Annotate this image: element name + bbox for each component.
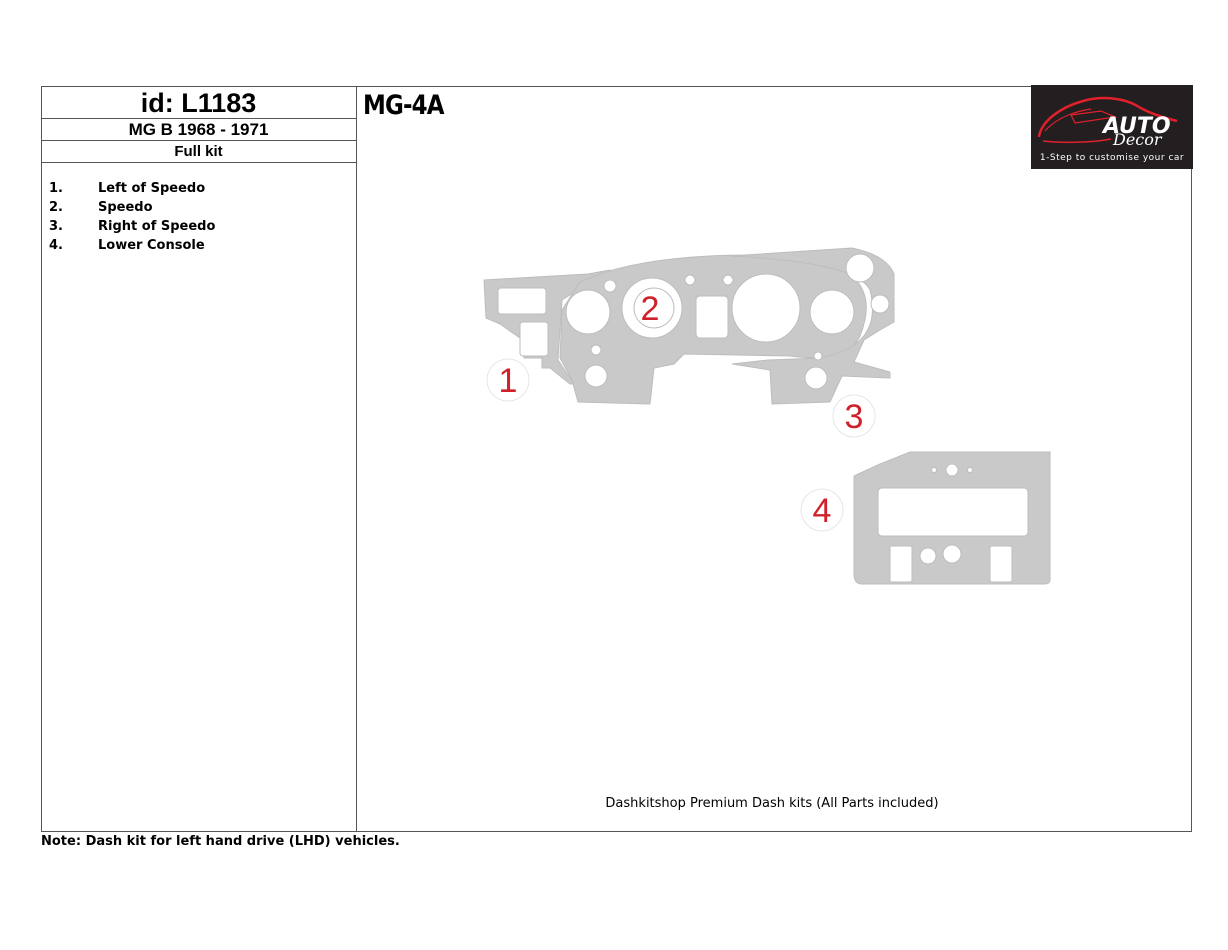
lhd-note: Note: Dash kit for left hand drive (LHD)… bbox=[41, 834, 400, 849]
callout-2: 2 bbox=[641, 290, 660, 328]
part-label: Left of Speedo bbox=[98, 181, 206, 196]
part-number: 1. bbox=[49, 181, 63, 196]
logo-tagline: 1-Step to customise your car bbox=[1039, 153, 1185, 163]
gauge-hole bbox=[845, 253, 875, 283]
gauge-hole bbox=[565, 289, 611, 335]
small-hole bbox=[931, 467, 937, 473]
kit-code: MG-4A bbox=[363, 90, 445, 121]
gauge-hole bbox=[809, 289, 855, 335]
small-hole bbox=[603, 279, 617, 293]
logo-word-decor: Decor bbox=[1112, 130, 1163, 149]
small-hole bbox=[813, 351, 823, 361]
kit-type: Full kit bbox=[41, 141, 356, 163]
gauge-hole bbox=[731, 273, 801, 343]
part-3-right-of-speedo bbox=[729, 247, 895, 405]
part-label: Speedo bbox=[98, 200, 153, 215]
switch-cutout bbox=[889, 545, 913, 583]
callout-2-ring bbox=[633, 287, 675, 329]
small-hole bbox=[584, 364, 608, 388]
callout-1: 1 bbox=[486, 358, 530, 402]
radio-cutout bbox=[877, 487, 1029, 537]
svg-text:4: 4 bbox=[813, 492, 832, 530]
switch-cutout bbox=[989, 545, 1013, 583]
small-hole bbox=[684, 274, 696, 286]
svg-text:2: 2 bbox=[641, 290, 660, 328]
callout-4: 4 bbox=[800, 488, 844, 532]
callout-3: 3 bbox=[832, 394, 876, 438]
small-hole bbox=[804, 366, 828, 390]
gauge-hole bbox=[695, 295, 729, 339]
dash-kit-drawing: .pc{fill:#c9c9c9;stroke:#bdbdbd;stroke-w… bbox=[483, 247, 1051, 585]
drawing-frame bbox=[41, 86, 1192, 832]
small-hole bbox=[967, 467, 973, 473]
small-hole bbox=[722, 274, 734, 286]
part-number: 4. bbox=[49, 238, 63, 253]
small-hole bbox=[590, 344, 602, 356]
small-hole bbox=[919, 547, 937, 565]
part-label: Lower Console bbox=[98, 238, 205, 253]
part-label: Right of Speedo bbox=[98, 219, 216, 234]
logo-word-auto: AUTO bbox=[1101, 114, 1171, 139]
car-logo-icon: AUTO Decor bbox=[1037, 96, 1178, 149]
part-number: 3. bbox=[49, 219, 63, 234]
svg-text:3: 3 bbox=[845, 398, 864, 436]
info-column bbox=[41, 86, 357, 832]
small-hole bbox=[942, 544, 962, 564]
part-1-cutout bbox=[497, 287, 547, 315]
small-hole bbox=[870, 294, 890, 314]
footer-caption: Dashkitshop Premium Dash kits (All Parts… bbox=[605, 796, 939, 811]
product-id: id: L1183 bbox=[41, 87, 356, 119]
brand-logo: AUTO Decor 1-Step to customise your car bbox=[1031, 85, 1193, 169]
part-number: 2. bbox=[49, 200, 63, 215]
small-hole bbox=[945, 463, 959, 477]
vehicle-model: MG B 1968 - 1971 bbox=[41, 119, 356, 141]
svg-text:1: 1 bbox=[499, 362, 518, 400]
part-1-cutout bbox=[519, 321, 549, 357]
